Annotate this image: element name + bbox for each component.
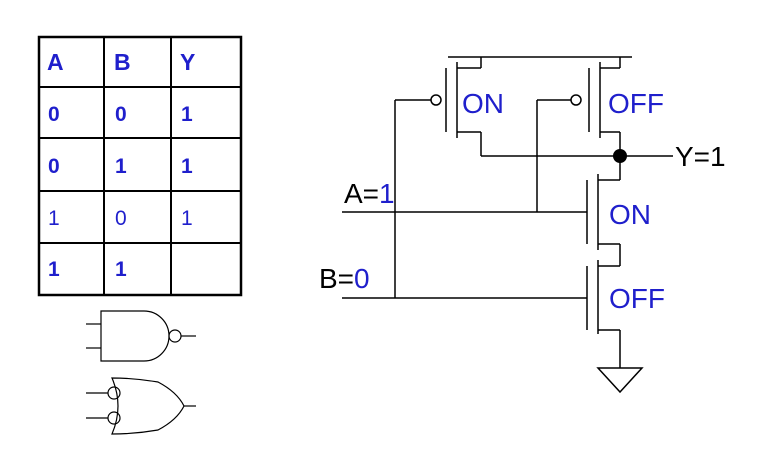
pmos-a-gate-bubble [430, 94, 442, 106]
nand-gate-icon [86, 310, 196, 362]
or-gate-input-b-bubble [107, 411, 121, 425]
pmos-a-transistor [395, 57, 482, 156]
or-gate-inverted-inputs-icon [86, 377, 196, 435]
input-a-value: 1 [379, 178, 395, 209]
nand-gate-body [100, 310, 170, 362]
truth-table-header-a: A [47, 49, 64, 75]
truth-table-row3-y: 1 [181, 207, 193, 230]
truth-table-header-b: B [114, 49, 131, 75]
pmos-a-state-label: ON [462, 88, 504, 119]
truth-table: A B Y 0 0 1 0 1 1 1 0 1 1 1 [37, 35, 243, 297]
truth-table-row2-y: 1 [181, 155, 193, 178]
nmos-b-state-label: OFF [609, 283, 665, 314]
output-label: Y=1 [675, 141, 726, 172]
pmos-b-state-label: OFF [608, 88, 664, 119]
truth-table-row2-a: 0 [48, 155, 60, 178]
input-a-name: A= [344, 178, 379, 209]
input-b-name: B= [319, 263, 354, 294]
truth-table-row3-b: 0 [115, 207, 127, 230]
input-b-label: B=0 [319, 263, 370, 294]
nand-gate-bubble [168, 329, 182, 343]
truth-table-row1-b: 0 [115, 103, 127, 126]
or-gate-input-a-bubble [107, 386, 121, 400]
truth-table-row1-a: 0 [48, 103, 60, 126]
truth-table-border [37, 35, 243, 297]
nmos-a-state-label: ON [609, 199, 651, 230]
or-gate-body [111, 377, 185, 435]
truth-table-row2-b: 1 [115, 155, 127, 178]
cmos-nand-circuit [342, 56, 673, 394]
ground-icon [596, 367, 644, 394]
truth-table-row1-y: 1 [181, 103, 193, 126]
truth-table-row4-b: 1 [115, 258, 127, 281]
truth-table-row3-a: 1 [48, 207, 60, 230]
nmos-b-transistor [586, 260, 621, 368]
pmos-b-gate-bubble [570, 94, 582, 106]
input-a-label: A=1 [344, 178, 395, 209]
input-b-value: 0 [354, 263, 370, 294]
truth-table-row4-a: 1 [48, 258, 60, 281]
truth-table-header-y: Y [180, 49, 195, 75]
pmos-b-transistor [537, 57, 621, 156]
